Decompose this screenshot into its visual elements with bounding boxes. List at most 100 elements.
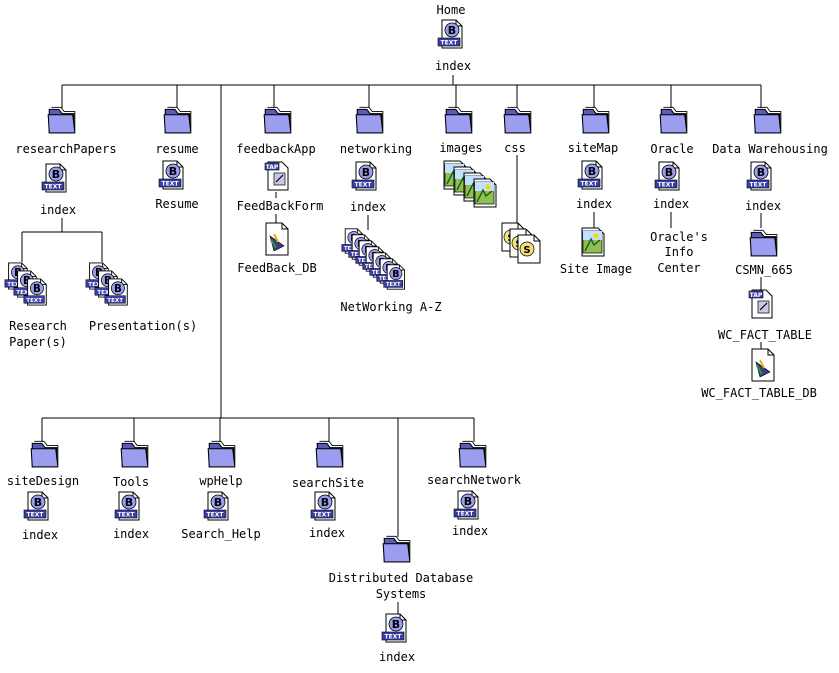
text-document-icon[interactable] — [437, 19, 463, 49]
label-presentations: Presentation(s) — [89, 319, 197, 333]
folder-icon[interactable] — [315, 440, 344, 468]
folder-icon[interactable] — [30, 440, 59, 468]
oracle-info-line1: Oracle's — [650, 230, 708, 244]
file-label: Search_Help — [181, 527, 260, 541]
folder-label: searchNetwork — [427, 473, 522, 487]
folder-label: siteDesign — [7, 474, 79, 488]
tree-connectors — [21, 75, 762, 614]
database-icon[interactable] — [751, 348, 775, 382]
oracle-info-line2: Info — [665, 245, 694, 259]
node-searchsite[interactable]: searchSite index — [292, 440, 364, 540]
file-label: index — [350, 200, 386, 214]
text-document-icon[interactable] — [453, 490, 479, 520]
text-document-icon[interactable] — [114, 491, 140, 521]
site-image-label: Site Image — [560, 262, 632, 276]
text-document-icon[interactable] — [383, 264, 405, 290]
folder-icon[interactable] — [444, 106, 473, 134]
folder-label: resume — [155, 142, 198, 156]
folder-icon[interactable] — [47, 106, 76, 134]
folder-label: Tools — [113, 475, 149, 489]
node-wphelp[interactable]: wpHelp Search_Help — [181, 440, 261, 541]
sub-db-label: WC_FACT_TABLE_DB — [701, 386, 817, 400]
text-document-icon[interactable] — [577, 160, 603, 190]
text-document-icon[interactable] — [104, 278, 128, 306]
file-label: index — [22, 528, 58, 542]
folder-icon[interactable] — [355, 106, 384, 134]
node-resume[interactable]: resume Resume — [155, 106, 199, 211]
node-data-warehousing[interactable]: Data Warehousing index CSMN_665 WC_FACT_… — [701, 106, 828, 400]
folder-label: networking — [340, 142, 412, 156]
folder-icon[interactable] — [503, 106, 532, 134]
file-label: index — [113, 527, 149, 541]
node-sitedesign[interactable]: siteDesign index — [7, 440, 79, 542]
folder-label-home: Home — [437, 3, 466, 17]
tap-form-icon[interactable] — [748, 289, 773, 319]
file-label: FeedBackForm — [237, 199, 324, 213]
folder-label: wpHelp — [199, 474, 242, 488]
sub-file-label: WC_FACT_TABLE — [718, 328, 812, 342]
text-document-icon[interactable] — [654, 161, 680, 191]
images-stack[interactable] — [443, 160, 497, 208]
file-label: index — [452, 524, 488, 538]
networking-label: NetWorking A-Z — [340, 300, 441, 314]
node-searchnetwork[interactable]: searchNetwork index — [427, 440, 522, 538]
image-file-icon[interactable] — [581, 227, 605, 257]
folder-icon[interactable] — [120, 440, 149, 468]
file-label: index — [745, 199, 781, 213]
css-file-icon[interactable] — [517, 234, 541, 264]
text-document-icon[interactable] — [746, 161, 772, 191]
research-papers-stack[interactable] — [4, 262, 47, 306]
node-images[interactable]: images — [439, 106, 497, 208]
folder-label: css — [504, 141, 526, 155]
node-feedbackapp[interactable]: feedbackApp FeedBackForm FeedBack_DB — [236, 106, 324, 275]
text-document-icon[interactable] — [310, 491, 336, 521]
folder-icon[interactable] — [263, 106, 292, 134]
database-icon[interactable] — [265, 222, 289, 256]
node-home[interactable]: Home index — [435, 3, 471, 73]
folder-icon[interactable] — [163, 106, 192, 134]
folder-label: feedbackApp — [236, 142, 315, 156]
css-stack[interactable] — [501, 222, 541, 264]
node-css[interactable]: css — [501, 106, 541, 264]
folder-icon[interactable] — [382, 535, 411, 563]
folder-icon[interactable] — [659, 106, 688, 134]
folder-label: images — [439, 141, 482, 155]
text-document-icon[interactable] — [23, 278, 47, 306]
db-label: FeedBack_DB — [237, 261, 316, 275]
label-research-line1: Research — [9, 319, 67, 333]
file-label: index — [40, 203, 76, 217]
file-label: index — [309, 526, 345, 540]
folder-icon[interactable] — [749, 229, 778, 257]
presentations-stack[interactable] — [85, 262, 128, 306]
sub-folder-label: CSMN_665 — [735, 263, 793, 277]
text-document-icon[interactable] — [203, 491, 229, 521]
folder-icon[interactable] — [458, 440, 487, 468]
oracle-info-line3: Center — [657, 261, 700, 275]
text-document-icon[interactable] — [41, 163, 67, 193]
text-document-icon[interactable] — [23, 491, 49, 521]
tap-form-icon[interactable] — [264, 161, 289, 191]
networking-stack[interactable] — [341, 228, 405, 290]
file-label: index — [379, 650, 415, 664]
folder-icon[interactable] — [581, 106, 610, 134]
node-oracle[interactable]: Oracle index Oracle's Info Center — [650, 106, 708, 275]
folder-label: Data Warehousing — [712, 142, 828, 156]
image-file-icon[interactable] — [473, 178, 497, 208]
text-document-icon[interactable] — [351, 161, 377, 191]
folder-label: researchPapers — [15, 142, 116, 156]
file-label: index — [653, 197, 689, 211]
node-sitemap[interactable]: siteMap index Site Image — [560, 106, 632, 276]
folder-icon[interactable] — [753, 106, 782, 134]
folder-label: searchSite — [292, 476, 364, 490]
node-distributed-database-systems[interactable]: Distributed Database Systems index — [329, 535, 474, 664]
node-networking[interactable]: networking index NetWorking A-Z — [340, 106, 442, 314]
folder-label: Oracle — [650, 142, 693, 156]
file-label: index — [576, 197, 612, 211]
text-document-icon[interactable] — [158, 160, 184, 190]
text-document-icon[interactable] — [381, 613, 407, 643]
folder-icon[interactable] — [207, 440, 236, 468]
folder-label-line1: Distributed Database — [329, 571, 474, 585]
node-researchpapers[interactable]: researchPapers index Research Paper(s) P… — [4, 106, 197, 349]
node-tools[interactable]: Tools index — [113, 440, 149, 541]
